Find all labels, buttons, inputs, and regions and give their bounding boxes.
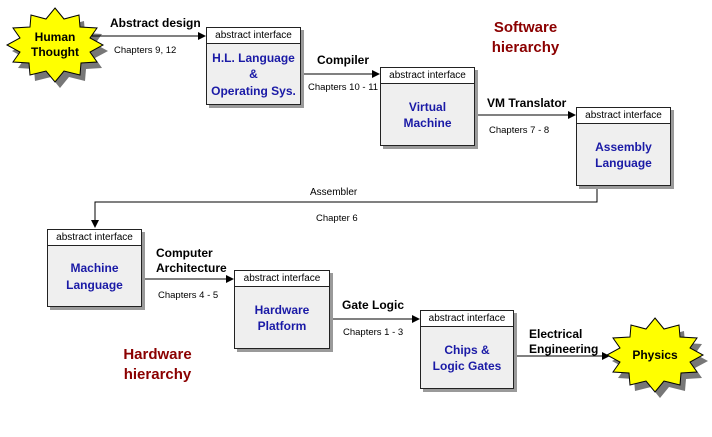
hardware-hierarchy-heading: Hardware hierarchy xyxy=(123,346,192,383)
box-title: Chips & Logic Gates xyxy=(432,342,502,373)
computer-architecture-chapters: Chapters 4 - 5 xyxy=(158,290,219,301)
chips-logic-gates-box: abstract interface Chips & Logic Gates xyxy=(420,310,514,389)
box-title: Assembly Language xyxy=(595,139,652,170)
box-title: Hardware Platform xyxy=(254,302,310,333)
machine-language-box: abstract interface Machine Language xyxy=(47,229,142,307)
compiler-label: Compiler xyxy=(317,53,370,67)
assembler-chapters: Chapter 6 xyxy=(316,213,358,224)
physics-node: Physics xyxy=(607,318,703,392)
box-header: abstract interface xyxy=(48,230,141,246)
physics-label: Physics xyxy=(632,347,678,362)
human-thought-node: Human Thought xyxy=(7,8,103,82)
software-hierarchy-heading: Software hierarchy xyxy=(491,19,560,56)
box-header: abstract interface xyxy=(381,68,474,84)
box-header: abstract interface xyxy=(421,311,513,327)
box-title: Machine Language xyxy=(66,261,123,292)
box-title: H.L. Language & Operating Sys. xyxy=(211,51,296,98)
vm-translator-chapters: Chapters 7 - 8 xyxy=(489,125,550,136)
assembler-label: Assembler xyxy=(310,187,358,198)
electrical-engineering-label: Electrical Engineering xyxy=(529,327,599,356)
hl-language-box: abstract interface H.L. Language & Opera… xyxy=(206,27,301,105)
human-thought-label: Human Thought xyxy=(31,30,79,59)
abstract-design-label: Abstract design xyxy=(110,16,201,30)
virtual-machine-box: abstract interface Virtual Machine xyxy=(380,67,475,146)
box-header: abstract interface xyxy=(235,271,329,287)
compiler-chapters: Chapters 10 - 11 xyxy=(308,82,379,93)
gate-logic-chapters: Chapters 1 - 3 xyxy=(343,327,404,338)
arrow-assembler xyxy=(91,186,598,228)
box-header: abstract interface xyxy=(207,28,300,44)
abstract-design-chapters: Chapters 9, 12 xyxy=(114,45,177,56)
computer-architecture-label: Computer Architecture xyxy=(156,246,227,275)
human-thought-burst xyxy=(5,7,108,88)
box-header: abstract interface xyxy=(577,108,670,124)
vm-translator-label: VM Translator xyxy=(487,96,567,110)
physics-burst xyxy=(605,317,708,398)
box-title: Virtual Machine xyxy=(403,99,452,130)
assembly-language-box: abstract interface Assembly Language xyxy=(576,107,671,186)
hardware-platform-box: abstract interface Hardware Platform xyxy=(234,270,330,349)
gate-logic-label: Gate Logic xyxy=(342,298,405,312)
